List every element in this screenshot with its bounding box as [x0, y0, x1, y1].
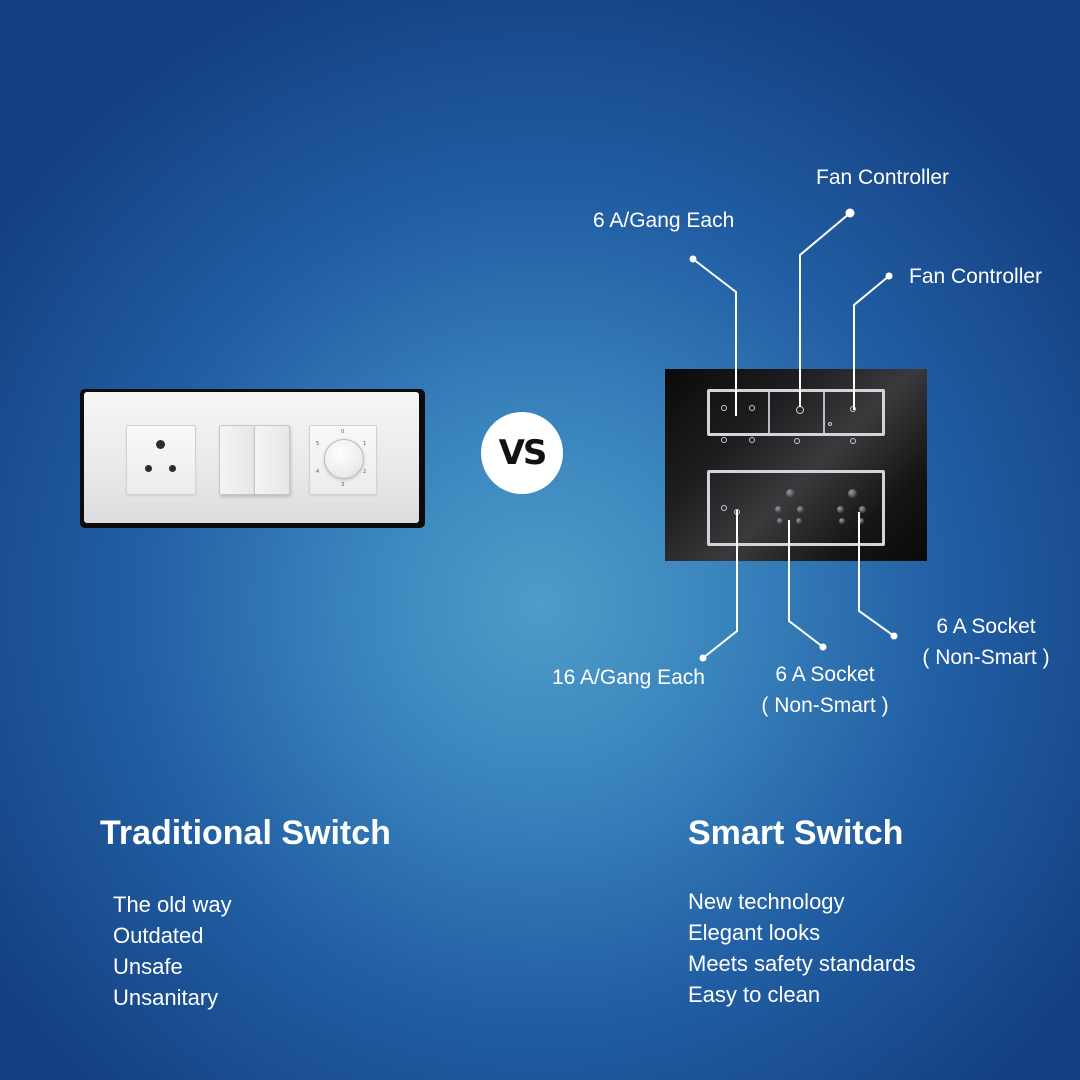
dial-number: 3 [341, 482, 345, 488]
fan-control-button-icon [850, 438, 856, 444]
socket-pin [859, 506, 866, 513]
dial-number: 0 [341, 429, 345, 435]
traditional-features-list: The old way Outdated Unsafe Unsanitary [113, 889, 232, 1013]
leader-endpoint-dot [890, 632, 898, 640]
fan-control-button-icon [796, 406, 804, 414]
callout-line: ( Non-Smart ) [761, 694, 889, 717]
socket-pin [145, 465, 152, 472]
fan-control-button-icon [794, 438, 800, 444]
socket-pin [775, 506, 782, 513]
indicator-icon [828, 422, 832, 426]
socket-pin [786, 489, 795, 498]
callout-6a-socket-center: 6 A Socket ( Non-Smart ) [749, 664, 901, 716]
callout-line: ( Non-Smart ) [922, 646, 1050, 669]
traditional-switch-image: 0 1 2 3 4 5 [80, 389, 425, 528]
callout-line: 6 A Socket [936, 615, 1036, 638]
rocker-switch [254, 425, 290, 495]
touch-button-icon [749, 437, 755, 443]
leader-endpoint-dot [699, 654, 707, 662]
callout-fan-controller-center: Fan Controller [816, 166, 950, 189]
fan-control-button-icon [850, 406, 856, 412]
touch-button-icon [749, 405, 755, 411]
callout-line: 6 A Socket [775, 663, 875, 686]
callout-16a-gang-each: 16 A/Gang Each [552, 666, 705, 689]
list-item: Outdated [113, 923, 204, 948]
list-item: New technology [688, 889, 845, 914]
leader-endpoint-dot [845, 208, 855, 218]
leader-endpoint-dot [819, 643, 827, 651]
socket-pin [796, 518, 802, 524]
leader-endpoint-dot [689, 255, 697, 263]
callout-fan-controller-right: Fan Controller [909, 265, 1043, 288]
list-item: Easy to clean [688, 982, 821, 1007]
dial-number: 5 [316, 441, 320, 447]
socket-earth-pin [156, 440, 165, 449]
list-item: The old way [113, 892, 232, 917]
touch-button-icon [721, 505, 727, 511]
socket-pin [848, 489, 857, 498]
vs-badge: VS [481, 412, 563, 494]
list-item: Meets safety standards [688, 951, 916, 976]
callout-6a-socket-right: 6 A Socket ( Non-Smart ) [910, 616, 1062, 668]
socket-pin [858, 518, 864, 524]
list-item: Unsanitary [113, 985, 219, 1010]
socket-pin [797, 506, 804, 513]
dial-number: 2 [363, 469, 367, 475]
smart-switch-title: Smart Switch [688, 814, 904, 852]
dial-number: 1 [363, 441, 367, 447]
callout-6a-gang-each: 6 A/Gang Each [593, 209, 735, 232]
socket-pin [837, 506, 844, 513]
touch-button-icon [721, 405, 727, 411]
regulator-knob [324, 439, 364, 479]
rocker-switch [219, 425, 255, 495]
touch-button-icon [734, 509, 740, 515]
module-divider [823, 392, 825, 433]
traditional-switch-faceplate: 0 1 2 3 4 5 [84, 392, 419, 523]
module-divider [768, 392, 770, 433]
list-item: Unsafe [113, 954, 183, 979]
smart-switch-image [665, 369, 927, 561]
list-item: Elegant looks [688, 920, 821, 945]
touch-button-icon [721, 437, 727, 443]
traditional-switch-title: Traditional Switch [100, 814, 391, 852]
dial-number: 4 [316, 469, 320, 475]
three-pin-socket [126, 425, 196, 495]
socket-pin [169, 465, 176, 472]
fan-regulator-dial: 0 1 2 3 4 5 [309, 425, 377, 495]
smart-features-list: New technology Elegant looks Meets safet… [688, 886, 915, 1010]
leader-endpoint-dot [885, 272, 893, 280]
socket-pin [839, 518, 845, 524]
socket-pin [777, 518, 783, 524]
